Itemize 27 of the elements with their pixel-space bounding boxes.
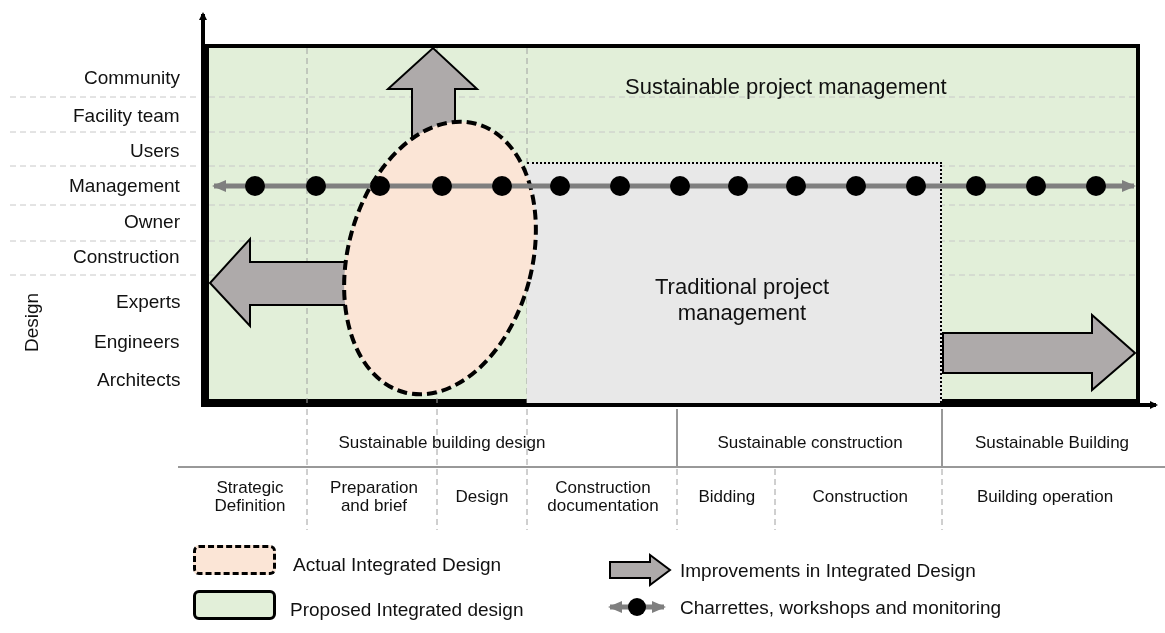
phase-label: Bidding [698,487,756,507]
role-label: Users [130,140,180,162]
role-label: Architects [97,369,181,391]
area-title: Traditional project management [653,274,830,326]
role-label: Management [69,175,180,197]
legend-label: Charrettes, workshops and monitoring [680,597,1002,619]
group-label: Design [21,292,43,352]
role-label: Engineers [94,331,180,353]
stage-label: Sustainable construction [717,433,903,453]
phase-label: Preparation and brief [329,478,419,516]
phase-label: Design [455,487,509,507]
stage-label: Sustainable building design [338,433,546,453]
stage-label: Sustainable Building [975,433,1130,453]
role-label: Facility team [73,105,180,127]
phase-label: Construction [812,487,908,507]
phase-label: Construction documentation [546,478,660,516]
legend-label: Proposed Integrated design [290,599,524,621]
traditional-management-area [527,162,942,403]
phase-label: Building operation [977,487,1114,507]
area-title: Sustainable project management [625,74,947,100]
role-label: Community [84,67,181,89]
role-label: Experts [116,291,181,313]
phase-label: Strategic Definition [213,478,287,516]
legend-label: Actual Integrated Design [293,554,502,576]
role-label: Owner [124,211,180,233]
role-label: Construction [73,246,180,268]
legend-label: Improvements in Integrated Design [680,560,976,582]
